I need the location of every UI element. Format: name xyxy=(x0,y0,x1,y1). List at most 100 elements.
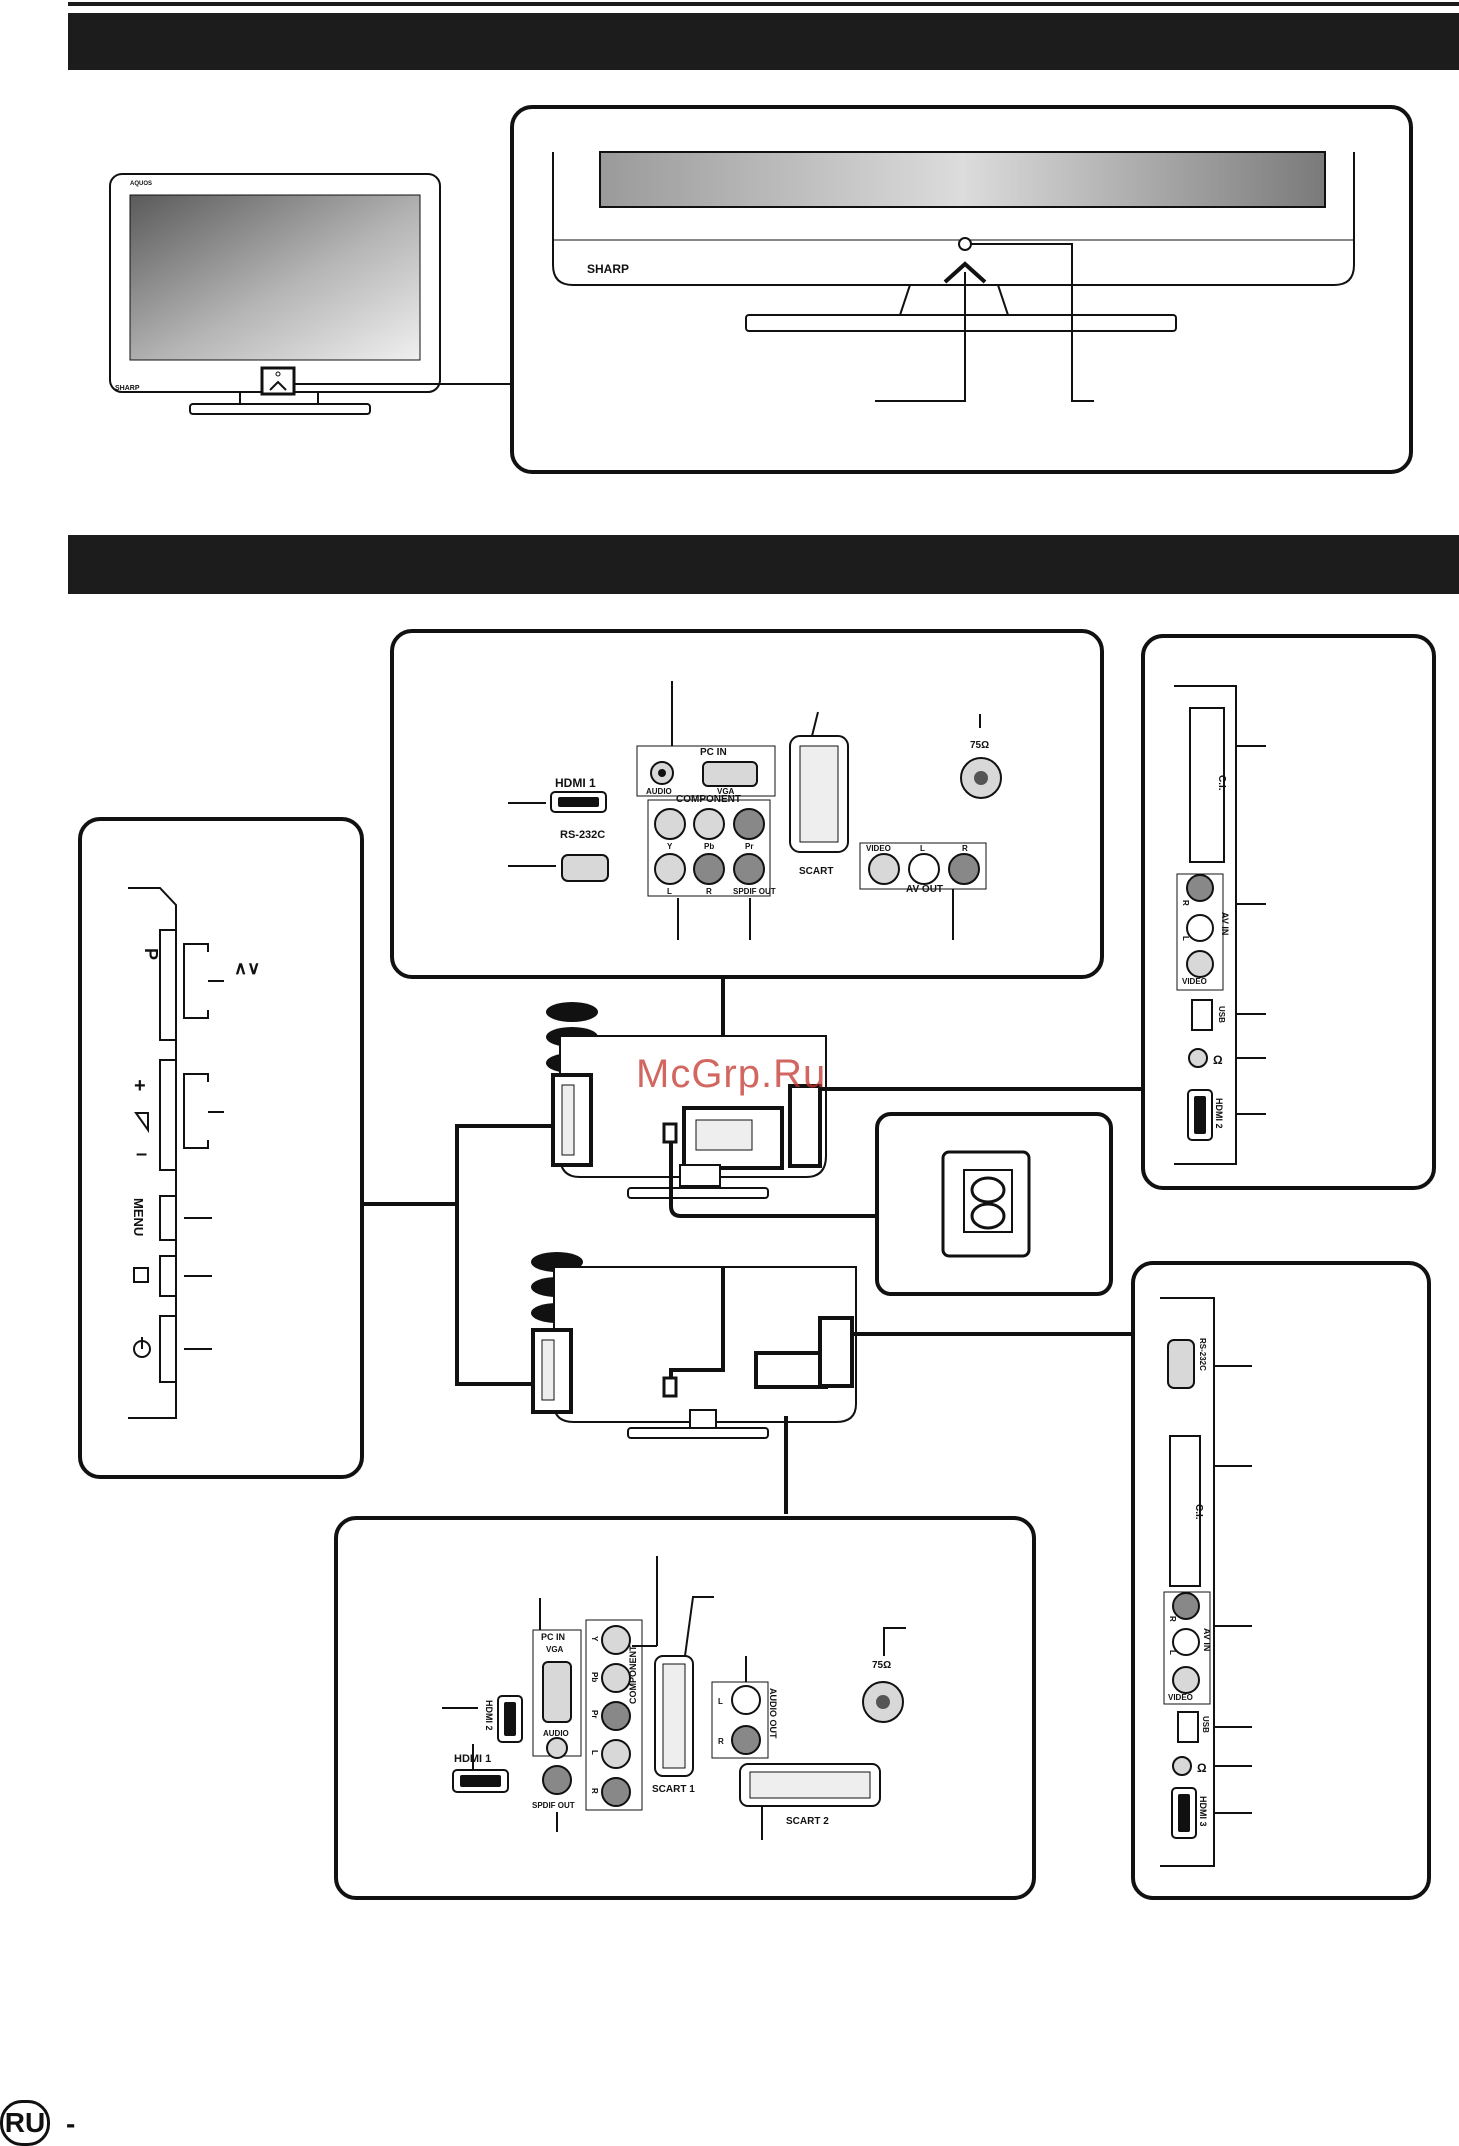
component-pr-jack[interactable] xyxy=(733,808,765,840)
connector-side-panel-2 xyxy=(455,1204,532,1386)
svg-text:SCART 2: SCART 2 xyxy=(786,1816,829,1827)
channel-up-down-icon: ∧∨ xyxy=(234,958,260,978)
svg-text:C.I.: C.I. xyxy=(1216,775,1227,791)
bottom-rear-panel: HDMI 2 HDMI 1 PC IN VGA AUDIO SPDIF OUT … xyxy=(442,1556,906,1840)
component-pb-jack[interactable] xyxy=(693,808,725,840)
av-out-l-jack[interactable] xyxy=(908,853,940,885)
top-rear-panel-box xyxy=(390,629,1104,979)
power-button[interactable] xyxy=(159,1315,177,1383)
svg-text:75Ω: 75Ω xyxy=(872,1660,891,1671)
ac-inlet xyxy=(941,1150,1031,1258)
page-language-badge: RU xyxy=(0,2100,50,2146)
spdif-out-jack[interactable] xyxy=(733,853,765,885)
rs232c-port-side[interactable] xyxy=(1167,1339,1195,1389)
audio-out-l-jack[interactable] xyxy=(731,1685,761,1715)
connector-lower-power xyxy=(669,1266,725,1378)
watermark: McGrp.Ru xyxy=(636,1052,827,1096)
component-label: COMPONENT xyxy=(676,794,741,805)
av-out-r-jack[interactable] xyxy=(948,853,980,885)
tv-brand-large: SHARP xyxy=(587,262,629,276)
connector-upper-power xyxy=(669,1142,877,1218)
svg-text:HDMI 3: HDMI 3 xyxy=(1198,1796,1208,1827)
av-in-video-jack-lower[interactable] xyxy=(1172,1666,1200,1694)
svg-text:R: R xyxy=(706,887,712,896)
vga-port-rear[interactable] xyxy=(542,1661,572,1723)
headphone-jack[interactable] xyxy=(1188,1048,1208,1068)
av-in-l-jack-lower[interactable] xyxy=(1172,1628,1200,1656)
usb-port[interactable] xyxy=(1191,999,1213,1031)
front-tv-illustration: AQUOS SHARP xyxy=(109,173,441,415)
svg-text:Y: Y xyxy=(667,842,673,851)
svg-text:L: L xyxy=(718,1697,723,1706)
svg-text:Y: Y xyxy=(590,1636,599,1642)
channel-button[interactable] xyxy=(159,929,177,1041)
svg-text:VIDEO: VIDEO xyxy=(1168,1693,1193,1702)
svg-text:C.I.: C.I. xyxy=(1193,1504,1204,1520)
hdmi1-label: HDMI 1 xyxy=(555,776,596,790)
section-header-bar-1 xyxy=(68,13,1459,70)
component-y-jack-rear[interactable] xyxy=(601,1625,631,1655)
right-top-panel: C.I. R L AV IN VIDEO USB Ω HDMI 2 xyxy=(1174,685,1266,1165)
av-in-video-jack[interactable] xyxy=(1186,950,1214,978)
svg-text:AUDIO: AUDIO xyxy=(543,1729,569,1738)
svg-text:R: R xyxy=(718,1737,724,1746)
svg-text:P: P xyxy=(141,948,161,960)
right-bottom-panel: RS-232C C.I. R L AV IN VIDEO USB Ω HDMI … xyxy=(1160,1297,1252,1867)
connector-side-panel xyxy=(362,1124,552,1206)
side-panel-box xyxy=(78,817,364,1479)
vga-port[interactable] xyxy=(702,761,758,787)
rs232c-port[interactable] xyxy=(561,854,609,882)
section-header-bar-2 xyxy=(68,535,1459,594)
svg-text:HDMI 2: HDMI 2 xyxy=(1214,1098,1224,1129)
headphone-jack-lower[interactable] xyxy=(1172,1756,1192,1776)
component-pb-jack-rear[interactable] xyxy=(601,1663,631,1693)
input-source-icon xyxy=(133,1267,149,1283)
tv-logo: AQUOS xyxy=(130,181,152,187)
svg-text:HDMI 2: HDMI 2 xyxy=(484,1700,494,1731)
audio-out-r-jack[interactable] xyxy=(731,1725,761,1755)
page-number-dash: - xyxy=(66,2108,76,2139)
vga-label: VGA xyxy=(717,787,735,796)
component-audio-l-jack[interactable] xyxy=(654,853,686,885)
component-y-jack[interactable] xyxy=(654,808,686,840)
av-in-r-jack-lower[interactable] xyxy=(1172,1592,1200,1620)
svg-text:VIDEO: VIDEO xyxy=(1182,977,1207,986)
spdif-out-jack-rear[interactable] xyxy=(542,1765,572,1795)
av-out-video-jack[interactable] xyxy=(868,853,900,885)
pc-audio-label: AUDIO xyxy=(646,787,672,796)
svg-text:R: R xyxy=(1168,1616,1177,1622)
scart-label: SCART xyxy=(799,866,833,877)
component-audio-r-jack[interactable] xyxy=(693,853,725,885)
svg-text:Pr: Pr xyxy=(745,842,753,851)
ci-slot[interactable] xyxy=(1189,707,1225,863)
component-pr-jack-rear[interactable] xyxy=(601,1701,631,1731)
side-panel: P ∧∨ + – MENU xyxy=(128,887,260,1419)
svg-text:L: L xyxy=(1181,936,1190,941)
top-rule xyxy=(68,2,1459,6)
av-in-l-jack[interactable] xyxy=(1186,914,1214,942)
av-in-r-jack[interactable] xyxy=(1186,874,1214,902)
svg-text:RS-232C: RS-232C xyxy=(1198,1338,1207,1371)
component-l-jack-rear[interactable] xyxy=(601,1739,631,1769)
volume-button[interactable] xyxy=(159,1059,177,1171)
rs232c-label: RS-232C xyxy=(560,829,605,841)
rear-tv-lower xyxy=(531,1252,857,1439)
av-in-label: AV IN xyxy=(1220,912,1230,935)
usb-port-lower[interactable] xyxy=(1177,1711,1199,1743)
svg-text:AV IN: AV IN xyxy=(1202,1628,1212,1651)
ci-slot-lower[interactable] xyxy=(1169,1435,1201,1587)
audio-out-label: AUDIO OUT xyxy=(768,1688,778,1739)
svg-text:L: L xyxy=(1168,1650,1177,1655)
right-top-panel-box xyxy=(1141,634,1436,1190)
component-r-jack-rear[interactable] xyxy=(601,1777,631,1807)
svg-text:USB: USB xyxy=(1217,1006,1226,1023)
svg-text:R: R xyxy=(590,1788,599,1794)
input-button[interactable] xyxy=(159,1255,177,1297)
menu-button[interactable] xyxy=(159,1195,177,1241)
component-label-rear: COMPONENT xyxy=(628,1645,638,1704)
spdif-out-label: SPDIF OUT xyxy=(733,887,776,896)
pc-audio-jack-rear[interactable] xyxy=(546,1737,568,1759)
remote-sensor xyxy=(958,237,972,251)
top-rear-panel: HDMI 1 RS-232C PC IN AUDIO VGA COMPONENT… xyxy=(508,681,1002,940)
